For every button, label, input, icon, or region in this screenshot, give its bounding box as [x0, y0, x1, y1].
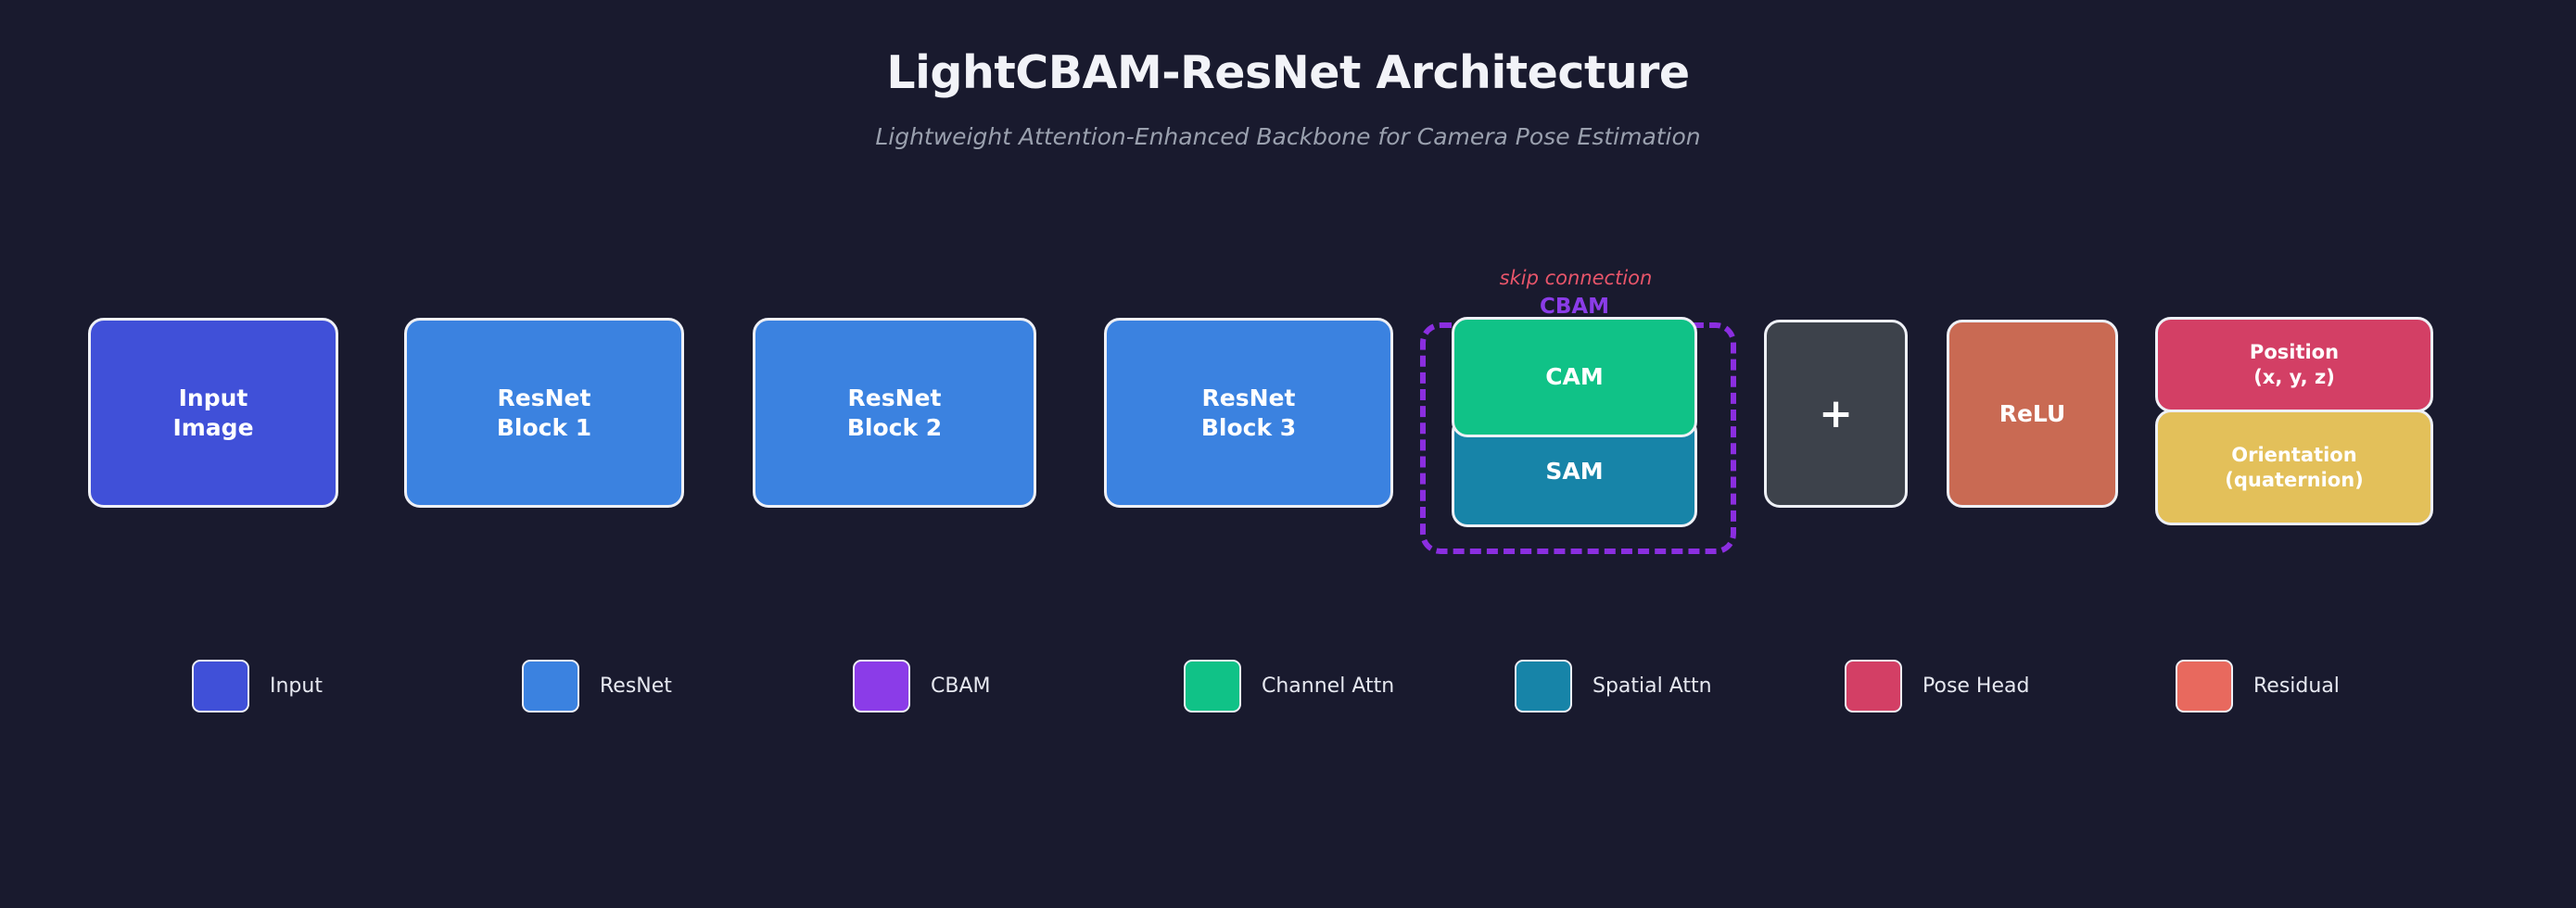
legend-label-pose-head: Pose Head: [1922, 675, 2030, 698]
legend-swatch-channel-attn: [1184, 660, 1241, 713]
legend-label-residual: Residual: [2253, 675, 2340, 698]
legend-swatch-pose-head: [1845, 660, 1902, 713]
legend-swatch-resnet: [522, 660, 579, 713]
legend-item-channel-attn[interactable]: Channel Attn: [1184, 660, 1394, 713]
page-subtitle: Lightweight Attention-Enhanced Backbone …: [875, 123, 1701, 150]
cbam-group-label: CBAM: [1539, 295, 1610, 319]
node-resnet-block-2[interactable]: ResNet Block 2: [753, 318, 1036, 508]
legend-label-channel-attn: Channel Attn: [1262, 675, 1395, 698]
legend-swatch-residual: [2176, 660, 2233, 713]
node-relu[interactable]: ReLU: [1947, 320, 2118, 508]
legend-item-resnet[interactable]: ResNet: [522, 660, 672, 713]
node-add-residual[interactable]: +: [1764, 320, 1908, 508]
legend-item-residual[interactable]: Residual: [2176, 660, 2340, 713]
page-title: LightCBAM-ResNet Architecture: [886, 46, 1690, 99]
legend-item-input[interactable]: Input: [192, 660, 323, 713]
node-resnet-block-3[interactable]: ResNet Block 3: [1104, 318, 1393, 508]
legend: Input ResNet CBAM Channel Attn Spatial A…: [0, 649, 2576, 750]
legend-label-resnet: ResNet: [600, 675, 672, 698]
legend-item-spatial-attn[interactable]: Spatial Attn: [1515, 660, 1712, 713]
legend-swatch-spatial-attn: [1515, 660, 1572, 713]
legend-item-cbam[interactable]: CBAM: [853, 660, 991, 713]
node-input-image[interactable]: Input Image: [88, 318, 338, 508]
node-resnet-block-1[interactable]: ResNet Block 1: [404, 318, 684, 508]
legend-label-input: Input: [270, 675, 323, 698]
skip-connection-label: skip connection: [1499, 267, 1653, 289]
legend-label-cbam: CBAM: [931, 675, 991, 698]
node-orientation-output[interactable]: Orientation (quaternion): [2155, 410, 2433, 525]
node-cam[interactable]: CAM: [1452, 317, 1697, 437]
node-position-output[interactable]: Position (x, y, z): [2155, 317, 2433, 412]
legend-label-spatial-attn: Spatial Attn: [1593, 675, 1712, 698]
legend-swatch-cbam: [853, 660, 910, 713]
legend-swatch-input: [192, 660, 249, 713]
legend-item-pose-head[interactable]: Pose Head: [1845, 660, 2029, 713]
